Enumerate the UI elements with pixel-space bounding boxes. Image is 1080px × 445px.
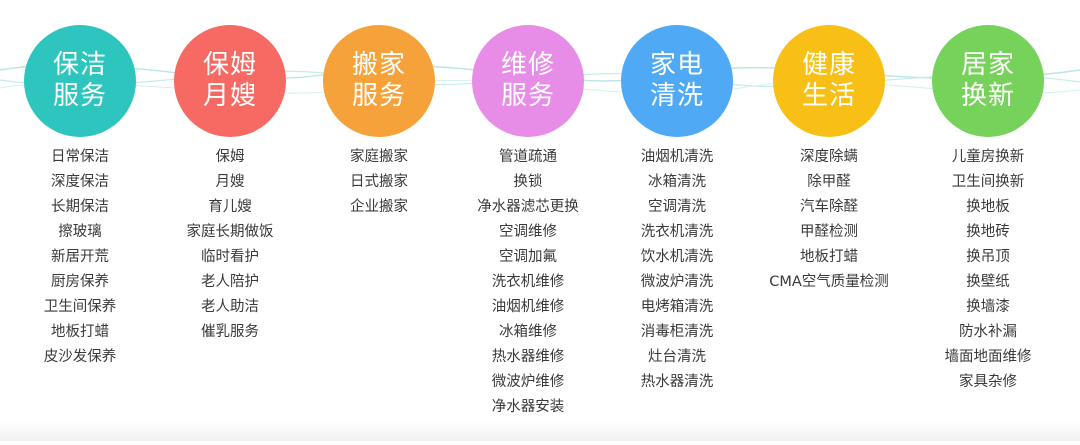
service-item[interactable]: 儿童房换新 bbox=[951, 149, 1025, 165]
service-item[interactable]: 冰箱维修 bbox=[499, 324, 557, 340]
service-item[interactable]: 家具杂修 bbox=[959, 374, 1017, 390]
service-item[interactable]: 换壁纸 bbox=[966, 274, 1010, 290]
category-circle-health[interactable]: 健康生活 bbox=[773, 25, 885, 137]
category-title-line: 保姆 bbox=[202, 50, 257, 80]
service-item[interactable]: 灶台清洗 bbox=[648, 349, 706, 365]
service-item[interactable]: 保姆 bbox=[215, 149, 245, 165]
service-item[interactable]: 厨房保养 bbox=[51, 274, 109, 290]
service-item[interactable]: 长期保洁 bbox=[51, 199, 109, 215]
service-item[interactable]: 地板打蜡 bbox=[800, 249, 858, 265]
category-title-line: 生活 bbox=[801, 81, 856, 111]
category-moving: 搬家服务 家庭搬家 日式搬家 企业搬家 bbox=[304, 0, 454, 220]
service-item[interactable]: 换地砖 bbox=[966, 224, 1010, 240]
service-item[interactable]: 防水补漏 bbox=[959, 324, 1017, 340]
service-list-cleaning: 日常保洁 深度保洁 长期保洁 擦玻璃 新居开荒 厨房保养 卫生间保养 地板打蜡 … bbox=[44, 145, 117, 370]
service-item[interactable]: 换墙漆 bbox=[966, 299, 1010, 315]
service-item[interactable]: 热水器维修 bbox=[491, 349, 565, 365]
service-item[interactable]: 换地板 bbox=[966, 199, 1010, 215]
category-circle-nanny[interactable]: 保姆月嫂 bbox=[174, 25, 286, 137]
service-item[interactable]: 老人助洁 bbox=[201, 299, 259, 315]
service-item[interactable]: 汽车除醛 bbox=[800, 199, 858, 215]
service-item[interactable]: 甲醛检测 bbox=[800, 224, 858, 240]
service-item[interactable]: 临时看护 bbox=[201, 249, 259, 265]
service-item[interactable]: 除甲醛 bbox=[807, 174, 851, 190]
category-title-line: 服务 bbox=[52, 81, 107, 111]
category-title-line: 月嫂 bbox=[202, 81, 257, 111]
service-item[interactable]: 净水器滤芯更换 bbox=[477, 199, 579, 215]
service-item[interactable]: 油烟机维修 bbox=[491, 299, 565, 315]
service-item[interactable]: 日式搬家 bbox=[350, 174, 408, 190]
category-circle-home-renewal[interactable]: 居家换新 bbox=[932, 25, 1044, 137]
service-item[interactable]: CMA空气质量检测 bbox=[769, 274, 889, 290]
category-circle-cleaning[interactable]: 保洁服务 bbox=[24, 25, 136, 137]
category-circle-repair[interactable]: 维修服务 bbox=[472, 25, 584, 137]
service-item[interactable]: 油烟机清洗 bbox=[640, 149, 714, 165]
service-item[interactable]: 冰箱清洗 bbox=[648, 174, 706, 190]
service-item[interactable]: 换锁 bbox=[513, 174, 543, 190]
category-circle-appliance-cleaning[interactable]: 家电清洗 bbox=[621, 25, 733, 137]
service-list-home-renewal: 儿童房换新 卫生间换新 换地板 换地砖 换吊顶 换壁纸 换墙漆 防水补漏 墙面地… bbox=[945, 145, 1032, 395]
category-title-line: 家电 bbox=[649, 50, 704, 80]
service-item[interactable]: 月嫂 bbox=[215, 174, 245, 190]
service-item[interactable]: 家庭长期做饭 bbox=[186, 224, 274, 240]
category-repair: 维修服务 管道疏通 换锁 净水器滤芯更换 空调维修 空调加氟 洗衣机维修 油烟机… bbox=[453, 0, 603, 445]
category-title-line: 服务 bbox=[500, 81, 555, 111]
service-item[interactable]: 空调清洗 bbox=[648, 199, 706, 215]
service-item[interactable]: 洗衣机维修 bbox=[491, 274, 565, 290]
category-title-line: 服务 bbox=[351, 81, 406, 111]
category-health: 健康生活 深度除螨 除甲醛 汽车除醛 甲醛检测 地板打蜡 CMA空气质量检测 bbox=[754, 0, 904, 295]
service-item[interactable]: 日常保洁 bbox=[51, 149, 109, 165]
category-home-renewal: 居家换新 儿童房换新 卫生间换新 换地板 换地砖 换吊顶 换壁纸 换墙漆 防水补… bbox=[913, 0, 1063, 395]
category-circle-moving[interactable]: 搬家服务 bbox=[323, 25, 435, 137]
service-item[interactable]: 洗衣机清洗 bbox=[640, 224, 714, 240]
service-list-nanny: 保姆 月嫂 育儿嫂 家庭长期做饭 临时看护 老人陪护 老人助洁 催乳服务 bbox=[187, 145, 274, 345]
service-item[interactable]: 管道疏通 bbox=[499, 149, 557, 165]
category-title-line: 保洁 bbox=[52, 50, 107, 80]
service-list-repair: 管道疏通 换锁 净水器滤芯更换 空调维修 空调加氟 洗衣机维修 油烟机维修 冰箱… bbox=[477, 145, 579, 445]
service-item[interactable]: 皮沙发保养 bbox=[43, 349, 117, 365]
service-item[interactable]: 地板打蜡 bbox=[51, 324, 109, 340]
service-item[interactable]: 育儿嫂 bbox=[208, 199, 252, 215]
category-title-line: 清洗 bbox=[649, 81, 704, 111]
service-item[interactable]: 饮水机清洗 bbox=[640, 249, 714, 265]
service-item[interactable]: 墙面地面维修 bbox=[944, 349, 1032, 365]
service-item[interactable]: 卫生间换新 bbox=[951, 174, 1025, 190]
service-item[interactable]: 微波炉清洗 bbox=[640, 274, 714, 290]
service-item[interactable]: 家庭搬家 bbox=[350, 149, 408, 165]
category-nanny: 保姆月嫂 保姆 月嫂 育儿嫂 家庭长期做饭 临时看护 老人陪护 老人助洁 催乳服… bbox=[155, 0, 305, 345]
category-title-line: 换新 bbox=[960, 81, 1015, 111]
bottom-fade bbox=[0, 421, 1080, 441]
category-title-line: 居家 bbox=[960, 50, 1015, 80]
service-list-appliance-cleaning: 油烟机清洗 冰箱清洗 空调清洗 洗衣机清洗 饮水机清洗 微波炉清洗 电烤箱清洗 … bbox=[641, 145, 714, 395]
service-item[interactable]: 企业搬家 bbox=[350, 199, 408, 215]
service-item[interactable]: 消毒柜清洗 bbox=[640, 324, 714, 340]
service-item[interactable]: 空调维修 bbox=[499, 224, 557, 240]
service-item[interactable]: 擦玻璃 bbox=[58, 224, 102, 240]
service-item[interactable]: 热水器清洗 bbox=[640, 374, 714, 390]
service-list-moving: 家庭搬家 日式搬家 企业搬家 bbox=[350, 145, 408, 220]
category-title-line: 搬家 bbox=[351, 50, 406, 80]
category-cleaning: 保洁服务 日常保洁 深度保洁 长期保洁 擦玻璃 新居开荒 厨房保养 卫生间保养 … bbox=[5, 0, 155, 370]
service-item[interactable]: 净水器安装 bbox=[491, 399, 565, 415]
category-title-line: 维修 bbox=[500, 50, 555, 80]
service-item[interactable]: 深度除螨 bbox=[800, 149, 858, 165]
service-item[interactable]: 换吊顶 bbox=[966, 249, 1010, 265]
service-item[interactable]: 新居开荒 bbox=[51, 249, 109, 265]
service-item[interactable]: 电烤箱清洗 bbox=[640, 299, 714, 315]
service-item[interactable]: 卫生间保养 bbox=[43, 299, 117, 315]
service-item[interactable]: 微波炉维修 bbox=[491, 374, 565, 390]
category-appliance-cleaning: 家电清洗 油烟机清洗 冰箱清洗 空调清洗 洗衣机清洗 饮水机清洗 微波炉清洗 电… bbox=[602, 0, 752, 395]
category-title-line: 健康 bbox=[801, 50, 856, 80]
service-item[interactable]: 老人陪护 bbox=[201, 274, 259, 290]
service-item[interactable]: 深度保洁 bbox=[51, 174, 109, 190]
service-list-health: 深度除螨 除甲醛 汽车除醛 甲醛检测 地板打蜡 CMA空气质量检测 bbox=[769, 145, 889, 295]
service-item[interactable]: 空调加氟 bbox=[499, 249, 557, 265]
service-item[interactable]: 催乳服务 bbox=[201, 324, 259, 340]
